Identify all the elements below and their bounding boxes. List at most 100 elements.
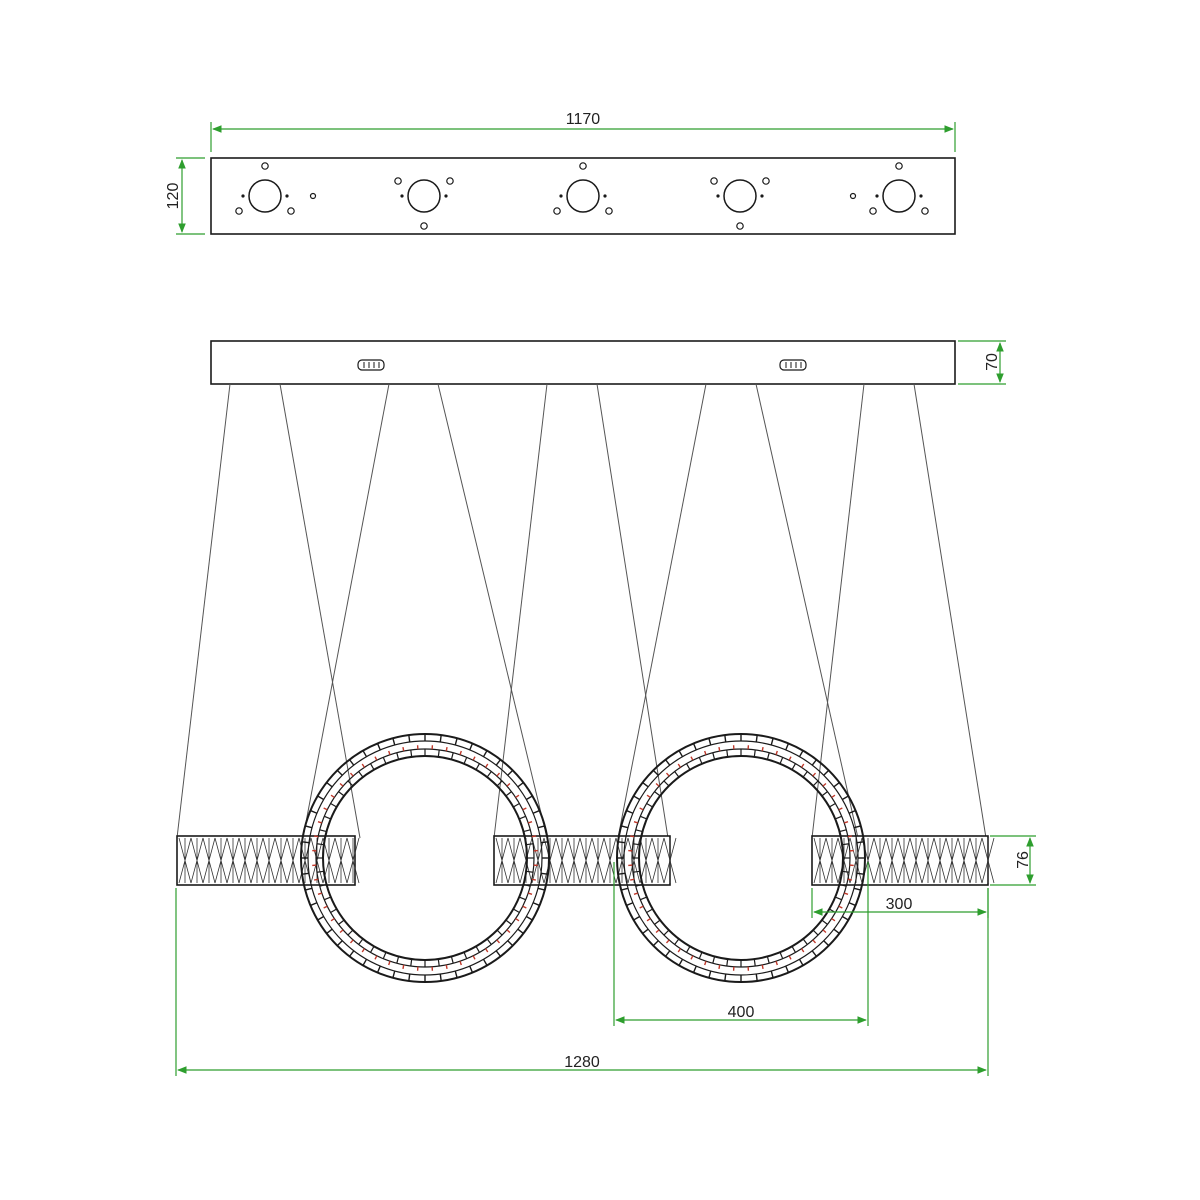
ring-crystal-segment (642, 781, 649, 788)
ring-inner-segment (496, 929, 503, 936)
ring-crystal-segment (626, 902, 634, 907)
ring-crystal-segment (348, 950, 355, 957)
crystal-facet (334, 837, 348, 884)
ring-crystal-segment (621, 887, 629, 891)
ring-led-mark (655, 929, 660, 934)
ring-crystal-segment (823, 940, 830, 947)
crystal-facet (813, 837, 827, 884)
dimension-label-plate-width: 120 (165, 183, 182, 210)
ring-inner-segment (753, 959, 756, 967)
screw-hole (849, 192, 857, 200)
ring-crystal-segment (785, 965, 790, 973)
crystal-facet (957, 837, 971, 884)
ring-led-mark (531, 878, 536, 881)
ring-inner-segment (463, 952, 468, 959)
ring-crystal-segment (301, 841, 310, 844)
ring-inner-segment (698, 757, 703, 764)
ring-inner-segment (635, 829, 643, 833)
ring-crystal-segment (823, 769, 830, 776)
ring-inner-segment (338, 791, 345, 797)
ring-inner-segment (812, 780, 819, 787)
ring-inner-segment (835, 896, 842, 901)
suspension-cable (755, 383, 859, 839)
crystal-facet (651, 837, 665, 884)
ring-crystal-segment (540, 872, 549, 875)
screw-hole (710, 177, 718, 185)
ring-inner-segment (753, 749, 756, 757)
ring-crystal-segment (853, 825, 861, 829)
ring-inner-segment (674, 938, 680, 945)
ring-crystal-segment (469, 965, 474, 973)
ring-led-mark (531, 835, 536, 838)
ring-inner-segment (330, 802, 337, 808)
screw-hole (762, 177, 770, 185)
ring-inner-segment (674, 771, 680, 778)
ring-crystal-segment (724, 973, 727, 982)
ring-inner-segment (396, 752, 400, 760)
ring-inner-segment (519, 896, 526, 901)
ring-crystal-segment (376, 965, 381, 973)
ring-led-mark (800, 948, 805, 953)
ring-led-mark (838, 905, 843, 909)
ring-inner-segment (486, 771, 492, 778)
dimension-bar-height: 76 (990, 835, 1036, 886)
ring-crystal-segment (652, 940, 659, 947)
ring-led-mark (633, 821, 639, 824)
ring-led-mark (775, 750, 778, 756)
ring-crystal-segment (785, 743, 790, 751)
ring-inner-segment (526, 843, 534, 846)
ring-inner-segment (347, 780, 354, 787)
suspension-cable (811, 383, 865, 839)
ring-crystal-segment (724, 734, 727, 743)
dimension-ring-diameter: 400 (613, 862, 869, 1026)
ring-led-mark (515, 917, 520, 922)
ring-inner-segment (821, 791, 828, 797)
ring-inner-segment (316, 843, 324, 846)
ring-led-mark (718, 964, 721, 969)
ring-inner-segment (319, 883, 327, 887)
ring-inner-segment (505, 919, 512, 925)
ring-led-mark (506, 929, 511, 934)
pin-dot (919, 194, 923, 198)
ring-led-mark (472, 955, 476, 960)
pin-dot (285, 194, 289, 198)
ring-crystal-segment (310, 809, 318, 814)
ring-crystal-segment (633, 915, 641, 921)
crystal-bar (176, 835, 360, 886)
ring-inner-segment (369, 763, 375, 770)
ring-inner-segment (829, 802, 836, 808)
ring-led-mark (323, 807, 328, 811)
ring-led-mark (843, 892, 849, 895)
ring-crystal-segment (708, 738, 712, 746)
ring-led-mark (527, 892, 533, 895)
ring-led-mark (459, 960, 462, 966)
ring-led-mark (314, 835, 319, 838)
ring-inner-segment (519, 815, 526, 820)
ring-led-mark (374, 756, 378, 761)
ring-inner-segment (712, 956, 716, 964)
crystal-facet (663, 837, 677, 884)
ring-inner-segment (505, 791, 512, 797)
crystal-facet (933, 837, 947, 884)
ring-led-mark (317, 892, 323, 895)
ring-crystal-segment (841, 915, 849, 921)
suspension-cable (302, 383, 390, 839)
ring-crystal-segment (811, 759, 818, 766)
pin-dot (716, 194, 720, 198)
ring-led-mark (445, 747, 448, 752)
ring-inner-segment (523, 829, 531, 833)
ring-led-mark (339, 929, 344, 934)
ceiling-plate-top-view (210, 157, 956, 235)
crystal-facet (226, 837, 240, 884)
dimension-canopy-height: 70 (958, 340, 1006, 385)
ring-crystal-segment (678, 958, 684, 966)
crystal-facet (921, 837, 935, 884)
ring-led-mark (812, 939, 817, 944)
ring-crystal-segment (708, 970, 712, 978)
ring-led-mark (646, 917, 651, 922)
screw-hole (420, 222, 428, 230)
ring-inner-segment (663, 929, 670, 936)
ring-led-mark (402, 747, 405, 752)
ring-crystal-segment (532, 902, 540, 907)
